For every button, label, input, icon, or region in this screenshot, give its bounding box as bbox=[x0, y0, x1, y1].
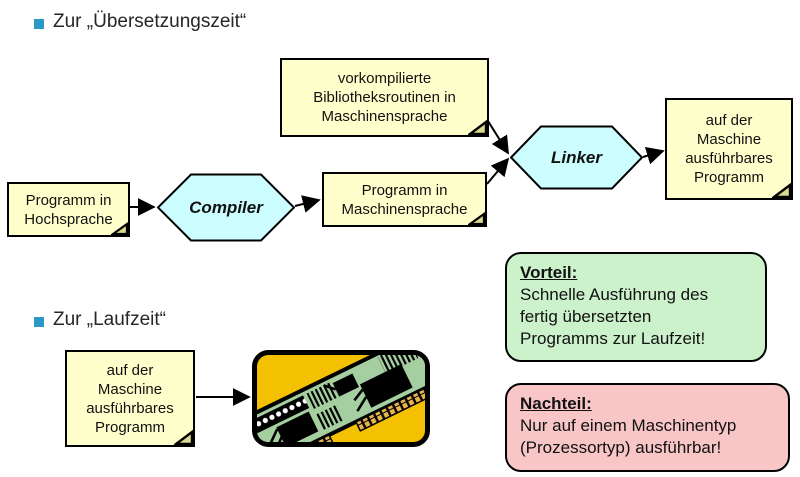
note-line: Programm bbox=[94, 418, 165, 436]
arrow-maschinensprache-to-linker bbox=[486, 157, 510, 185]
note-hochsprache: Programm in Hochsprache bbox=[7, 182, 130, 237]
folded-corner-icon bbox=[468, 120, 488, 136]
folded-corner-icon bbox=[772, 183, 792, 199]
callout-nachteil: Nachteil: Nur auf einem Maschinentyp (Pr… bbox=[505, 383, 790, 472]
folded-corner-icon bbox=[468, 212, 486, 226]
section-heading-runtime: Zur „Laufzeit“ bbox=[53, 309, 166, 330]
note-line: Programm in bbox=[25, 191, 112, 209]
bullet-square-icon bbox=[34, 317, 44, 327]
arrow-bibliothek-to-linker bbox=[487, 120, 509, 155]
hexagon-shape bbox=[510, 125, 643, 190]
folded-corner-icon bbox=[111, 222, 129, 236]
note-maschinensprache: Programm in Maschinensprache bbox=[322, 172, 487, 227]
bullet-square-icon bbox=[34, 19, 44, 29]
circuit-board-image bbox=[252, 350, 430, 447]
arrow-compiler-to-maschinensprache bbox=[294, 195, 321, 213]
note-line: ausführbares bbox=[685, 150, 773, 167]
note-ausfuehrbares-programm-runtime: auf der Maschine ausführbares Programm bbox=[65, 350, 195, 447]
process-label: Linker bbox=[550, 147, 603, 167]
callout-line: (Prozessortyp) ausführbar! bbox=[520, 438, 722, 457]
callout-line: fertig übersetzten bbox=[520, 307, 652, 326]
callout-line: Nur auf einem Maschinentyp bbox=[520, 416, 737, 435]
process-label: Compiler bbox=[189, 197, 263, 217]
process-compiler: Compiler bbox=[157, 173, 295, 242]
note-line: Hochsprache bbox=[24, 210, 113, 228]
callout-title: Vorteil: bbox=[520, 263, 578, 282]
note-bibliotheksroutinen: vorkompilierte Bibliotheksroutinen in Ma… bbox=[280, 58, 489, 137]
note-line: auf der bbox=[705, 112, 753, 129]
section-heading-compile-time: Zur „Übersetzungszeit“ bbox=[53, 11, 247, 32]
note-ausfuehrbares-programm: auf der Maschine ausführbares Programm bbox=[665, 98, 793, 200]
callout-line: Schnelle Ausführung des bbox=[520, 285, 709, 304]
circuit-board-icon bbox=[252, 350, 430, 447]
process-linker: Linker bbox=[510, 125, 643, 190]
callout-vorteil: Vorteil: Schnelle Ausführung des fertig … bbox=[505, 252, 767, 362]
note-line: auf der bbox=[106, 361, 154, 379]
note-line: Maschinensprache bbox=[321, 108, 448, 125]
note-line: Programm in bbox=[361, 181, 448, 199]
note-line: Maschine bbox=[696, 131, 762, 148]
folded-corner-icon bbox=[174, 430, 194, 446]
note-line: Maschinensprache bbox=[341, 200, 468, 218]
hexagon-shape bbox=[157, 173, 295, 242]
note-line: Programm bbox=[693, 169, 764, 186]
note-line: ausführbares bbox=[86, 399, 174, 417]
callout-title: Nachteil: bbox=[520, 394, 592, 413]
callout-line: Programms zur Laufzeit! bbox=[520, 329, 706, 348]
note-line: Bibliotheksroutinen in bbox=[313, 89, 456, 106]
arrow-linker-to-programm bbox=[642, 147, 665, 165]
note-line: vorkompilierte bbox=[337, 70, 432, 87]
note-line: Maschine bbox=[97, 380, 163, 398]
